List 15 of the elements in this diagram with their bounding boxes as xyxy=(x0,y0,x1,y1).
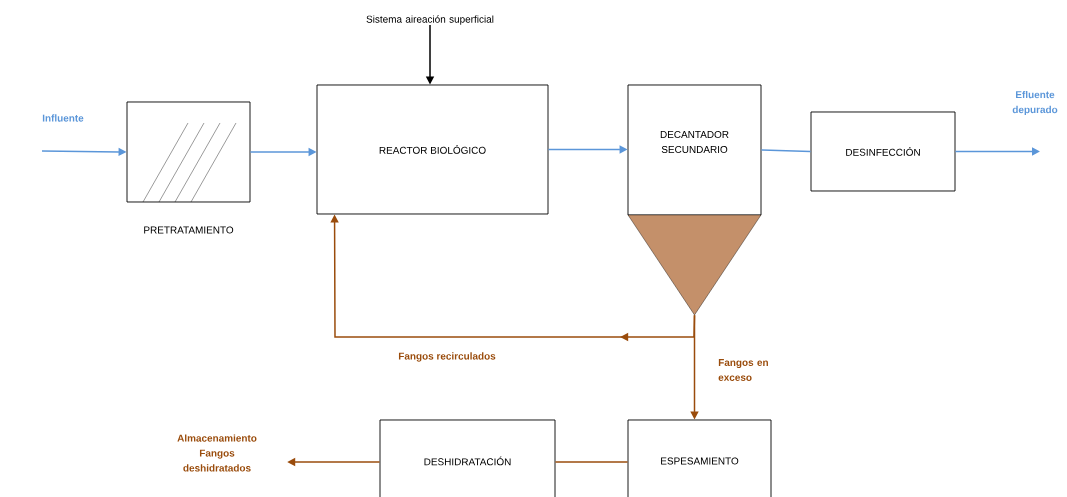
process-box: DESINFECCIÓN xyxy=(810,111,956,192)
edge-label: Fangos en exceso xyxy=(718,359,768,381)
arrow xyxy=(954,147,1040,156)
node-label: PRETRATAMIENTO xyxy=(144,226,234,234)
hopper-triangle xyxy=(627,214,762,316)
process-box: REACTOR BIOLÓGICO xyxy=(316,84,549,215)
edge-label: Fangos recirculados xyxy=(398,352,496,362)
edge-label: Efluente depurado xyxy=(1012,90,1058,116)
screen-box: PRETRATAMIENTO xyxy=(126,101,251,234)
process-box: DECANTADOR SECUNDARIO xyxy=(627,84,762,216)
edge-label: Influente xyxy=(42,114,84,122)
process-box: ESPESAMIENTO xyxy=(627,419,772,497)
text-label: Sistema aireación superficial xyxy=(366,15,494,25)
text-label: Almacenamiento Fangos deshidratados xyxy=(177,434,257,472)
process-box: DESHIDRATACIÓN xyxy=(379,419,556,497)
